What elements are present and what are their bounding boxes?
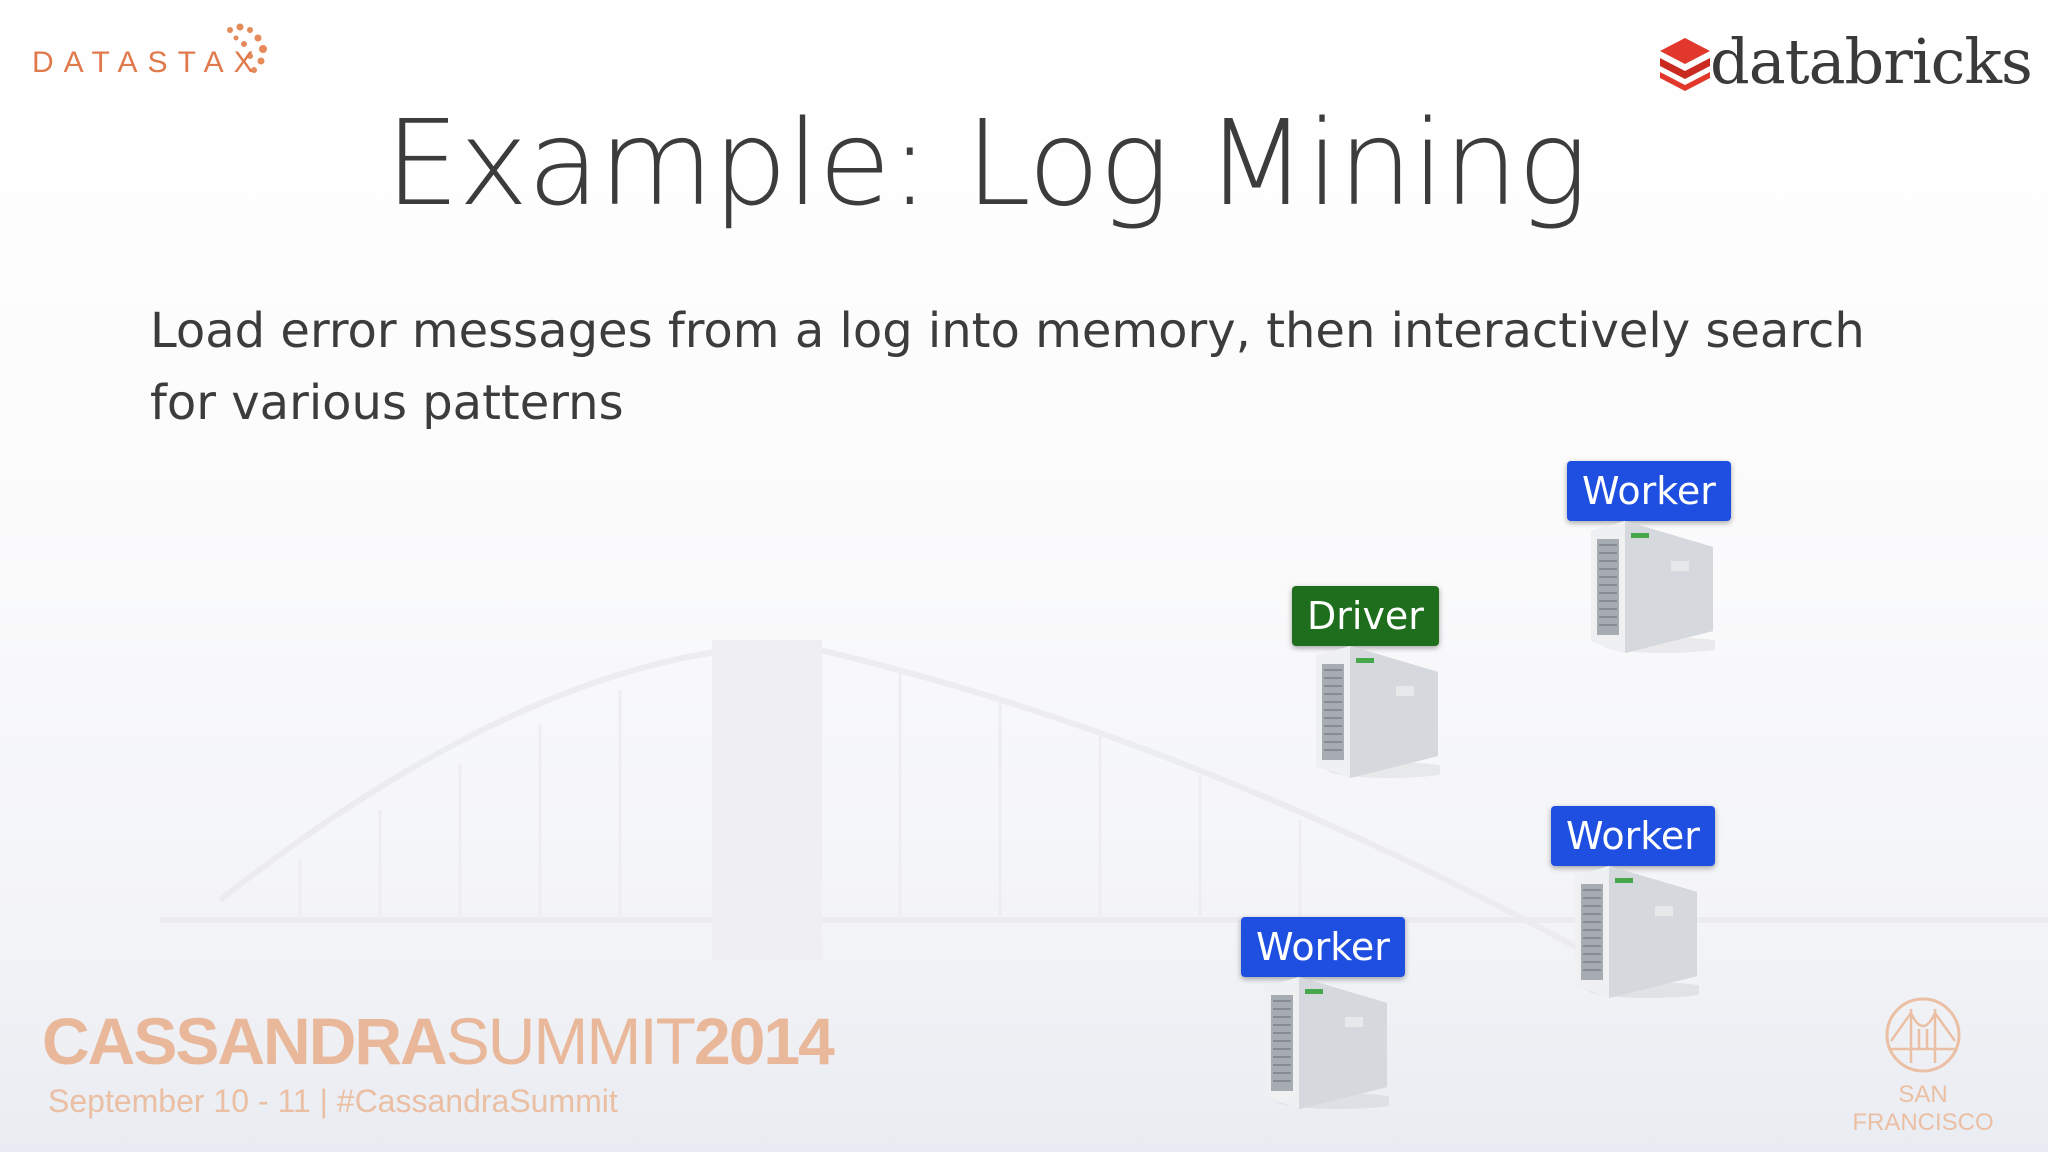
- server-icon: [1591, 521, 1715, 653]
- slide-title: Example: Log Mining: [385, 94, 1588, 232]
- worker-label: Worker: [1567, 461, 1731, 521]
- summit-title-thin: SUMMIT: [445, 1004, 696, 1078]
- summit-year: 2014: [693, 1004, 835, 1078]
- datastax-dots-icon: [227, 23, 267, 73]
- databricks-wordmark: databricks: [1710, 25, 2033, 98]
- databricks-logo: databricks: [1648, 22, 2033, 102]
- worker-label: Worker: [1551, 806, 1715, 866]
- worker-node: Worker: [1567, 461, 1737, 661]
- driver-label: Driver: [1292, 586, 1439, 646]
- datastax-wordmark: DATASTAX: [32, 46, 264, 79]
- server-icon: [1265, 977, 1389, 1109]
- driver-node: Driver: [1292, 586, 1462, 786]
- san-francisco-badge: SAN FRANCISCO: [1838, 995, 2008, 1136]
- summit-title: CASSANDRASUMMIT2014: [42, 1004, 835, 1078]
- slide-body-text: Load error messages from a log into memo…: [150, 303, 1865, 431]
- worker-node: Worker: [1551, 806, 1721, 1006]
- worker-node: Worker: [1241, 917, 1411, 1117]
- location-label: SAN FRANCISCO: [1852, 1081, 1994, 1136]
- summit-title-bold: CASSANDRA: [42, 1004, 448, 1078]
- worker-label: Worker: [1241, 917, 1405, 977]
- summit-subtitle: September 10 - 11 | #CassandraSummit: [48, 1083, 618, 1119]
- golden-gate-bridge-icon: [1885, 997, 1961, 1073]
- server-icon: [1316, 646, 1440, 778]
- server-icon: [1575, 866, 1699, 998]
- cassandra-summit-logo: CASSANDRASUMMIT2014 September 10 - 11 | …: [42, 1004, 835, 1120]
- datastax-logo: DATASTAX: [30, 22, 290, 82]
- bridge-background: [160, 640, 2048, 963]
- databricks-stack-icon: [1660, 38, 1710, 91]
